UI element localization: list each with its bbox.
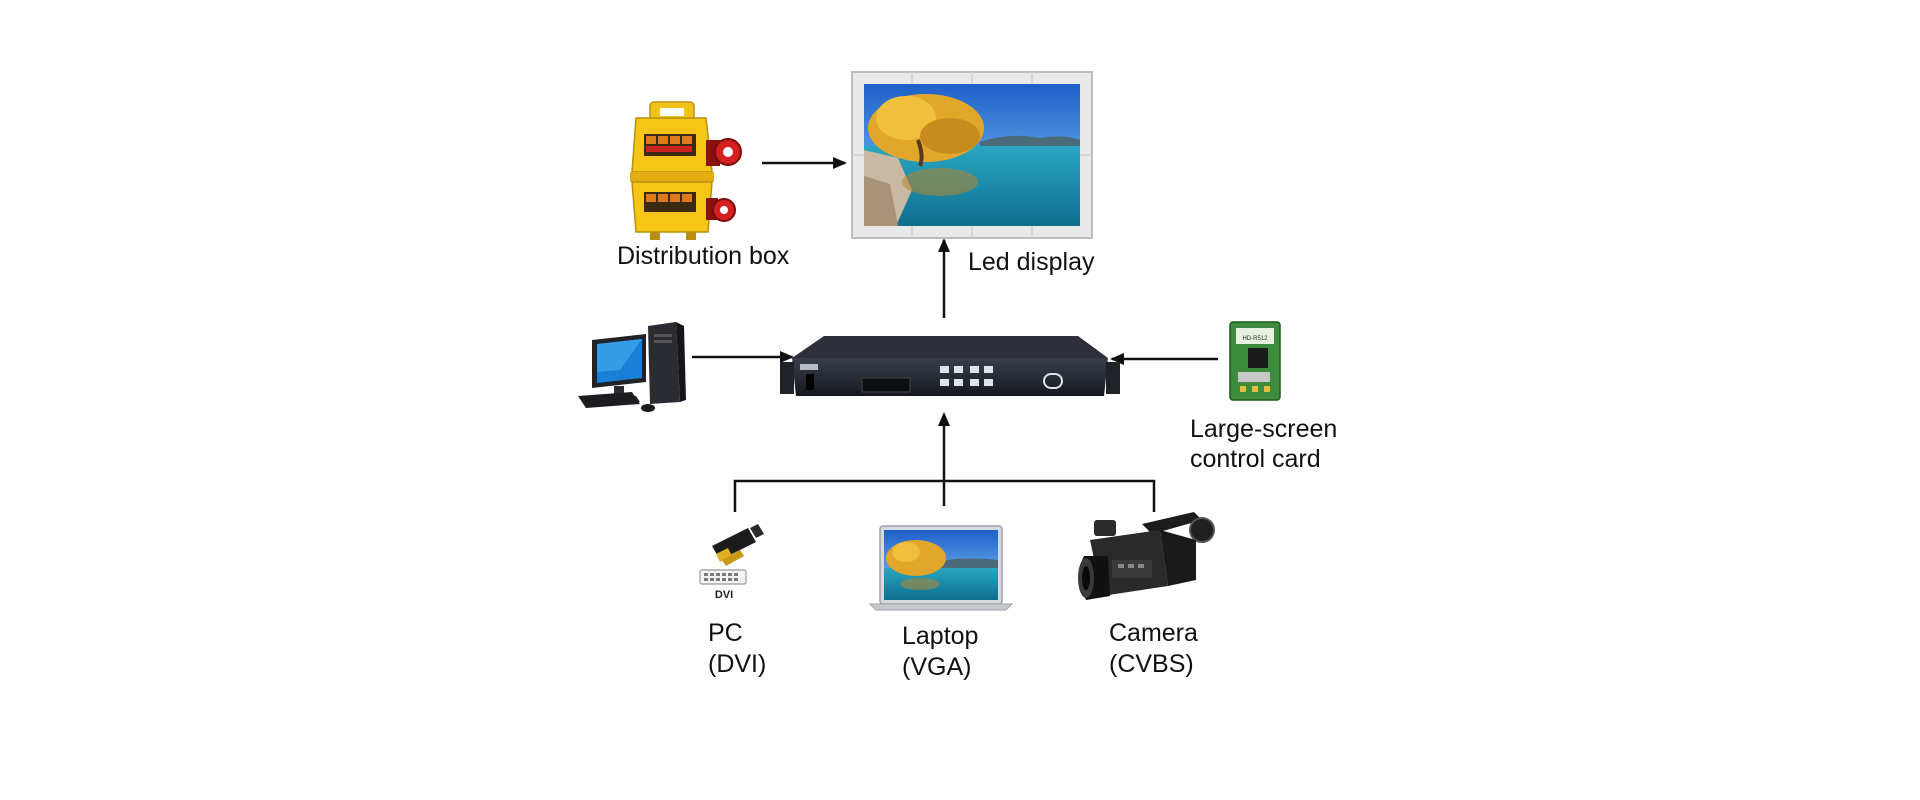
distribution-box-label: Distribution box: [617, 242, 790, 270]
laptop-label-line2: (VGA): [902, 653, 971, 681]
laptop-icon: [868, 525, 1014, 611]
dvi-connector-text: DVI: [715, 589, 733, 601]
camera-label-line1: Camera: [1109, 619, 1198, 647]
distribution-box-icon: [630, 101, 742, 240]
led-display-label: Led display: [968, 248, 1095, 276]
laptop-label-line1: Laptop: [902, 622, 978, 650]
control-card-chip-text: HD-R512: [1242, 336, 1268, 342]
led-display-icon: [851, 71, 1093, 239]
video-camera-icon: [1078, 512, 1215, 600]
desktop-computer-icon: [578, 322, 686, 412]
dvi-connector-icon: DVI: [699, 524, 764, 601]
control-card-icon: HD-R512: [1229, 321, 1281, 401]
control-card-label-line1: Large-screen: [1190, 415, 1337, 443]
pc-dvi-label-line1: PC: [708, 619, 743, 647]
control-card-label-line2: control card: [1190, 445, 1321, 473]
pc-dvi-label-line2: (DVI): [708, 650, 766, 678]
edges: [692, 157, 1218, 512]
camera-label-line2: (CVBS): [1109, 650, 1194, 678]
node-labels: Distribution box Led display Large-scree…: [617, 242, 1337, 681]
video-processor-icon: [780, 336, 1120, 396]
